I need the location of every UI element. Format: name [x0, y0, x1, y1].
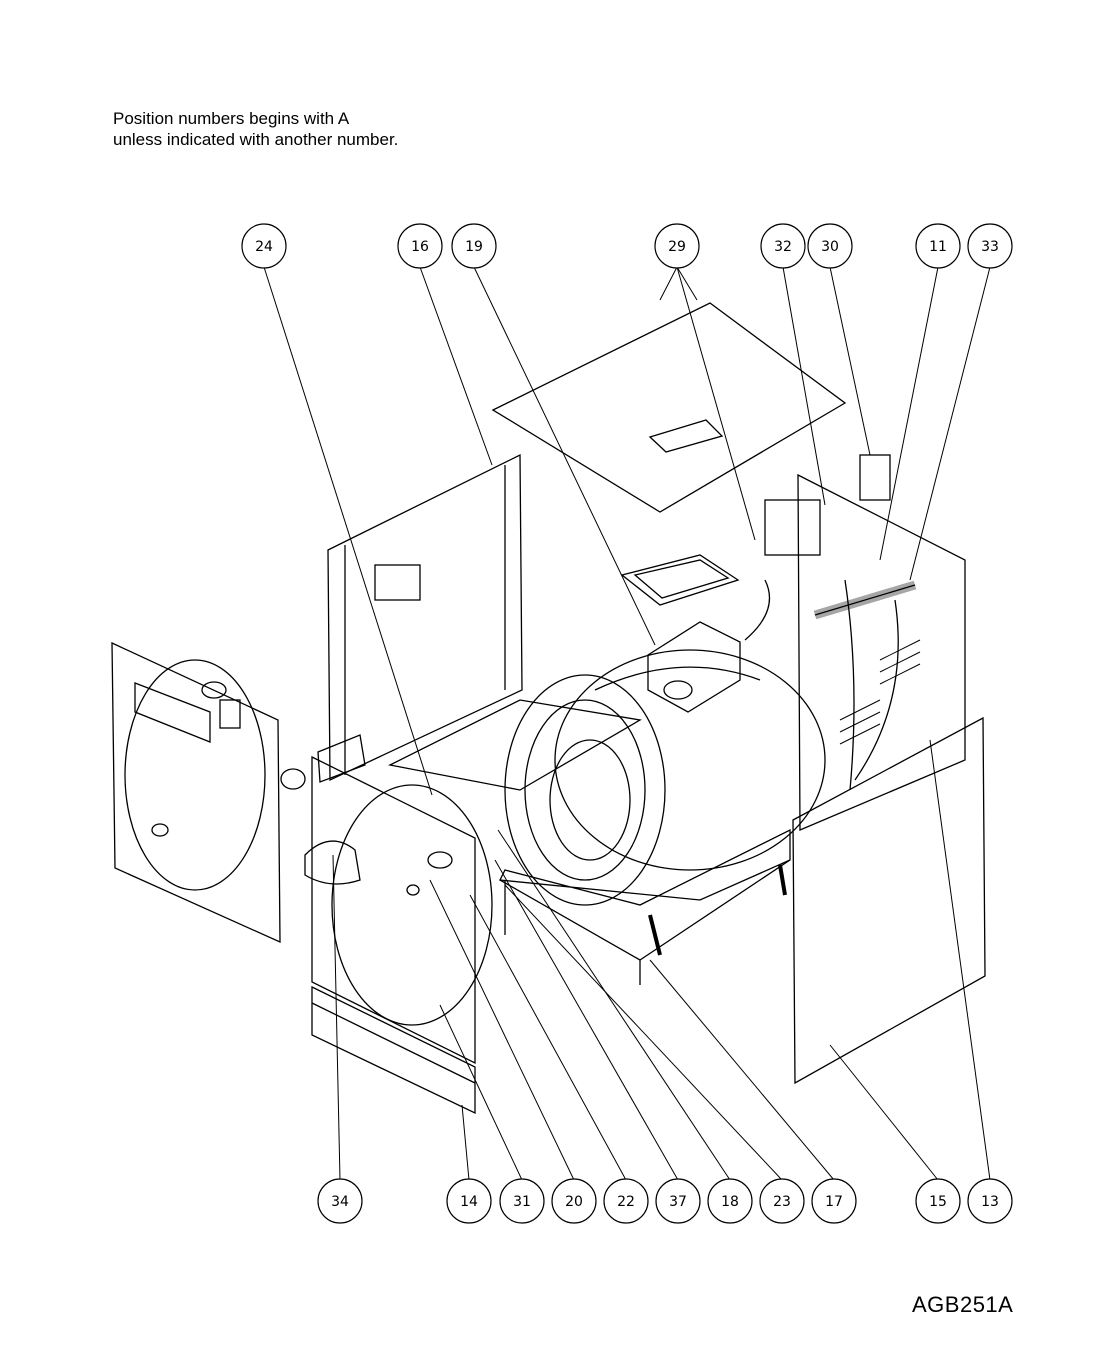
callout-bottom-17: 17: [811, 1178, 857, 1224]
callout-top-30: 30: [807, 223, 853, 269]
callout-circle: [451, 223, 497, 269]
callout-circle: [759, 1178, 805, 1224]
callout-bottom-18: 18: [707, 1178, 753, 1224]
callout-bottom-15: 15: [915, 1178, 961, 1224]
callout-label: 18: [721, 1194, 739, 1210]
callout-label: 19: [465, 239, 483, 255]
callout-bottom-14: 14: [446, 1178, 492, 1224]
callout-label: 22: [617, 1194, 635, 1210]
front-panel: [311, 755, 476, 1065]
callout-bottom-31: 31: [499, 1178, 545, 1224]
drum: [554, 649, 826, 871]
callout-circle: [654, 223, 700, 269]
position-note-line-2: unless indicated with another number.: [113, 130, 399, 149]
callout-bottom-13: 13: [967, 1178, 1013, 1224]
callout-label: 37: [669, 1194, 687, 1210]
callout-top-16: 16: [397, 223, 443, 269]
callout-label: 24: [255, 239, 273, 255]
base-frame: [498, 828, 791, 906]
callout-top-11: 11: [915, 223, 961, 269]
callout-label: 29: [668, 239, 686, 255]
callout-circle: [967, 223, 1013, 269]
drawing-code: AGB251A: [912, 1292, 1014, 1317]
callout-bottom-22: 22: [603, 1178, 649, 1224]
callout-top-19: 19: [451, 223, 497, 269]
callouts: 24 16 19 29 32 30 11 33 34 14 31 20 22 37 18 23 17 15 13: [241, 223, 1013, 1224]
callout-circle: [967, 1178, 1013, 1224]
callout-bottom-20: 20: [551, 1178, 597, 1224]
front-panel-rear: [111, 641, 281, 944]
callout-label: 31: [513, 1194, 531, 1210]
kick-plate: [311, 985, 476, 1115]
callout-circle: [760, 223, 806, 269]
drum-front-ring: [504, 674, 666, 906]
callout-bottom-34: 34: [317, 1178, 363, 1224]
callout-bottom-23: 23: [759, 1178, 805, 1224]
callout-circle: [397, 223, 443, 269]
callout-label: 23: [773, 1194, 791, 1210]
callout-circle: [807, 223, 853, 269]
callout-group: [263, 266, 991, 1181]
position-note-line-1: Position numbers begins with A: [113, 109, 350, 128]
callout-top-24: 24: [241, 223, 287, 269]
callout-label: 16: [411, 239, 429, 255]
callout-top-29: 29: [654, 223, 700, 269]
right-side-panel: [792, 716, 986, 1085]
callout-circle: [603, 1178, 649, 1224]
machine-drawing: [111, 302, 986, 1115]
position-note: Position numbers begins with A unless in…: [113, 108, 398, 150]
callout-label: 15: [929, 1194, 947, 1210]
callout-label: 32: [774, 239, 792, 255]
base-floor: [387, 699, 642, 791]
callout-circle: [915, 1178, 961, 1224]
callout-circle: [551, 1178, 597, 1224]
callout-label: 11: [929, 239, 947, 255]
callout-label: 13: [981, 1194, 999, 1210]
callout-top-32: 32: [760, 223, 806, 269]
callout-circle: [811, 1178, 857, 1224]
callout-circle: [241, 223, 287, 269]
callout-circle: [317, 1178, 363, 1224]
callout-label: 14: [460, 1194, 478, 1210]
callout-label: 33: [981, 239, 999, 255]
left-side-panel: [327, 453, 523, 782]
callout-label: 20: [565, 1194, 583, 1210]
door-opening: [331, 784, 493, 1026]
callout-bottom-37: 37: [655, 1178, 701, 1224]
callout-circle: [655, 1178, 701, 1224]
callout-label: 34: [331, 1194, 349, 1210]
callout-top-33: 33: [967, 223, 1013, 269]
callout-circle: [499, 1178, 545, 1224]
callout-label: 30: [821, 239, 839, 255]
callout-circle: [446, 1178, 492, 1224]
rear-panel: [797, 473, 966, 831]
callout-circle: [707, 1178, 753, 1224]
callout-circle: [915, 223, 961, 269]
top-lid: [491, 302, 847, 513]
callout-label: 17: [825, 1194, 843, 1210]
